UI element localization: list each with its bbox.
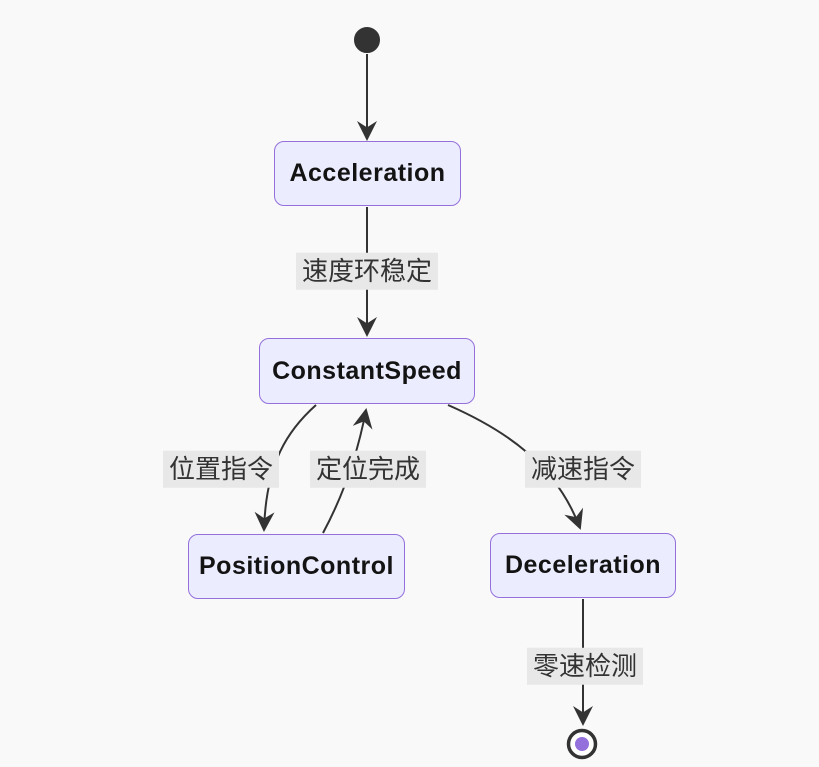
transition-label-positioning-complete: 定位完成 — [309, 450, 427, 488]
state-constantspeed: ConstantSpeed — [259, 338, 475, 404]
transition-label-speed-loop-stable: 速度环稳定 — [295, 252, 439, 290]
final-state — [566, 728, 598, 760]
transition-label-deceleration-command: 减速指令 — [524, 450, 642, 488]
state-acceleration: Acceleration — [274, 141, 461, 206]
transition-label-position-command: 位置指令 — [162, 450, 280, 488]
state-positioncontrol: PositionControl — [188, 534, 405, 599]
state-constantspeed-label: ConstantSpeed — [272, 356, 462, 385]
state-acceleration-label: Acceleration — [289, 159, 446, 187]
state-deceleration-label: Deceleration — [504, 551, 662, 579]
transition-arrow-constantspeed-positioncontrol — [254, 404, 317, 532]
state-positioncontrol-label: PositionControl — [199, 552, 394, 580]
transition-label-zero-speed-detect: 零速检测 — [526, 647, 644, 685]
state-deceleration: Deceleration — [490, 533, 676, 598]
initial-state-dot — [354, 27, 380, 53]
final-state-dot — [575, 737, 589, 751]
